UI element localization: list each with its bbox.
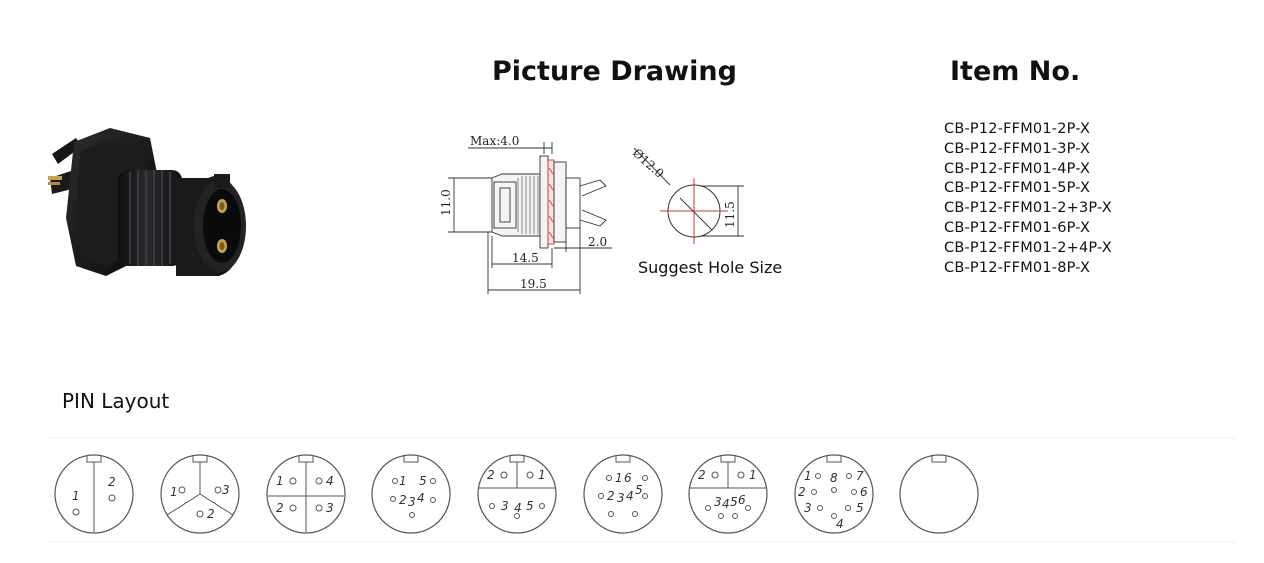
picture-drawing-heading: Picture Drawing xyxy=(492,56,737,87)
pin-diagram-4p: 1 2 3 4 xyxy=(266,454,346,534)
pin-label: 1 xyxy=(276,474,284,488)
dim-height: 11.0 xyxy=(439,189,453,216)
pin-diagram-2-4p: 1 2 3 4 5 6 xyxy=(688,454,768,534)
pin-label: 3 xyxy=(714,495,722,509)
pin-label: 2 xyxy=(487,468,495,482)
pin-label: 4 xyxy=(722,497,730,511)
pin-label: 4 xyxy=(626,489,634,503)
item-no-heading: Item No. xyxy=(950,56,1081,87)
pin-label: 1 xyxy=(72,489,80,503)
pin-label: 6 xyxy=(624,471,632,485)
dim-flange: 2.0 xyxy=(588,235,607,249)
item-entry: CB-P12-FFM01-5P-X xyxy=(944,180,1091,197)
pin-label: 1 xyxy=(538,468,546,482)
dim-max: Max:4.0 xyxy=(470,134,519,148)
pin-label: 4 xyxy=(326,474,334,488)
pin-layout-heading: PIN Layout xyxy=(62,389,170,413)
pin-label: 3 xyxy=(408,495,416,509)
pin-label: 2 xyxy=(108,475,116,489)
pin-label: 2 xyxy=(698,468,706,482)
item-entry: CB-P12-FFM01-4P-X xyxy=(944,160,1091,177)
pin-label: 5 xyxy=(526,499,534,513)
pin-diagram-5p: 1 2 3 4 5 xyxy=(371,454,451,534)
pin-diagram-8p: 1 2 3 4 5 6 7 8 xyxy=(794,454,874,534)
item-entry: CB-P12-FFM01-2P-X xyxy=(944,121,1091,137)
item-entry: CB-P12-FFM01-8P-X xyxy=(944,259,1091,276)
pin-label: 3 xyxy=(617,491,625,505)
dim-hole-diameter: Ø12.0 xyxy=(630,146,667,181)
dim-hole-flat: 11.5 xyxy=(723,201,737,228)
pin-label: 5 xyxy=(419,474,427,488)
pin-label: 1 xyxy=(399,474,407,488)
hole-caption: Suggest Hole Size xyxy=(638,258,783,277)
pin-label: 4 xyxy=(514,501,522,515)
item-list: CB-P12-FFM01-2P-X CB-P12-FFM01-3P-X CB-P… xyxy=(944,120,1112,278)
hole-drawing: Ø12.0 11.5 xyxy=(630,146,744,244)
pin-label: 4 xyxy=(836,517,844,531)
pin-label: 3 xyxy=(804,501,812,515)
pin-label: 2 xyxy=(607,489,615,503)
pin-label: 1 xyxy=(170,485,178,499)
pin-label: 5 xyxy=(635,483,643,497)
item-entry: CB-P12-FFM01-6P-X xyxy=(944,219,1091,236)
pin-label: 3 xyxy=(501,499,509,513)
dim-length-a: 14.5 xyxy=(512,251,539,265)
pin-layout-row: 1 2 1 2 3 1 2 3 4 1 xyxy=(48,437,1236,543)
pin-label: 7 xyxy=(856,469,864,483)
pin-label: 3 xyxy=(326,501,334,515)
pin-diagram-3p: 1 2 3 xyxy=(160,454,240,534)
pin-diagram-2-3p: 1 2 3 4 5 xyxy=(477,454,557,534)
pin-label: 6 xyxy=(738,493,746,507)
item-entry: CB-P12-FFM01-3P-X xyxy=(944,140,1091,157)
dim-length-b: 19.5 xyxy=(520,277,547,291)
pin-label: 5 xyxy=(730,495,738,509)
pin-diagram-2p: 1 2 xyxy=(54,454,134,534)
pin-label: 2 xyxy=(798,485,806,499)
pin-label: 1 xyxy=(804,469,812,483)
pin-label: 6 xyxy=(860,485,868,499)
pin-diagram-6p: 1 2 3 4 5 6 xyxy=(583,454,663,534)
pin-label: 1 xyxy=(615,471,623,485)
pin-label: 4 xyxy=(417,491,425,505)
pin-label: 5 xyxy=(856,501,864,515)
pin-label: 2 xyxy=(207,507,215,521)
pin-label: 8 xyxy=(830,471,838,485)
side-view-drawing: Max:4.0 11.0 2.0 14.5 19.5 xyxy=(439,134,612,294)
pin-label: 2 xyxy=(399,493,407,507)
product-image xyxy=(48,128,246,276)
pin-label: 1 xyxy=(749,468,757,482)
item-entry: CB-P12-FFM01-2+4P-X xyxy=(944,239,1112,256)
item-entry: CB-P12-FFM01-2+3P-X xyxy=(944,200,1112,217)
pin-label: 3 xyxy=(222,483,230,497)
pin-diagram-blank xyxy=(899,454,979,534)
pin-label: 2 xyxy=(276,501,284,515)
